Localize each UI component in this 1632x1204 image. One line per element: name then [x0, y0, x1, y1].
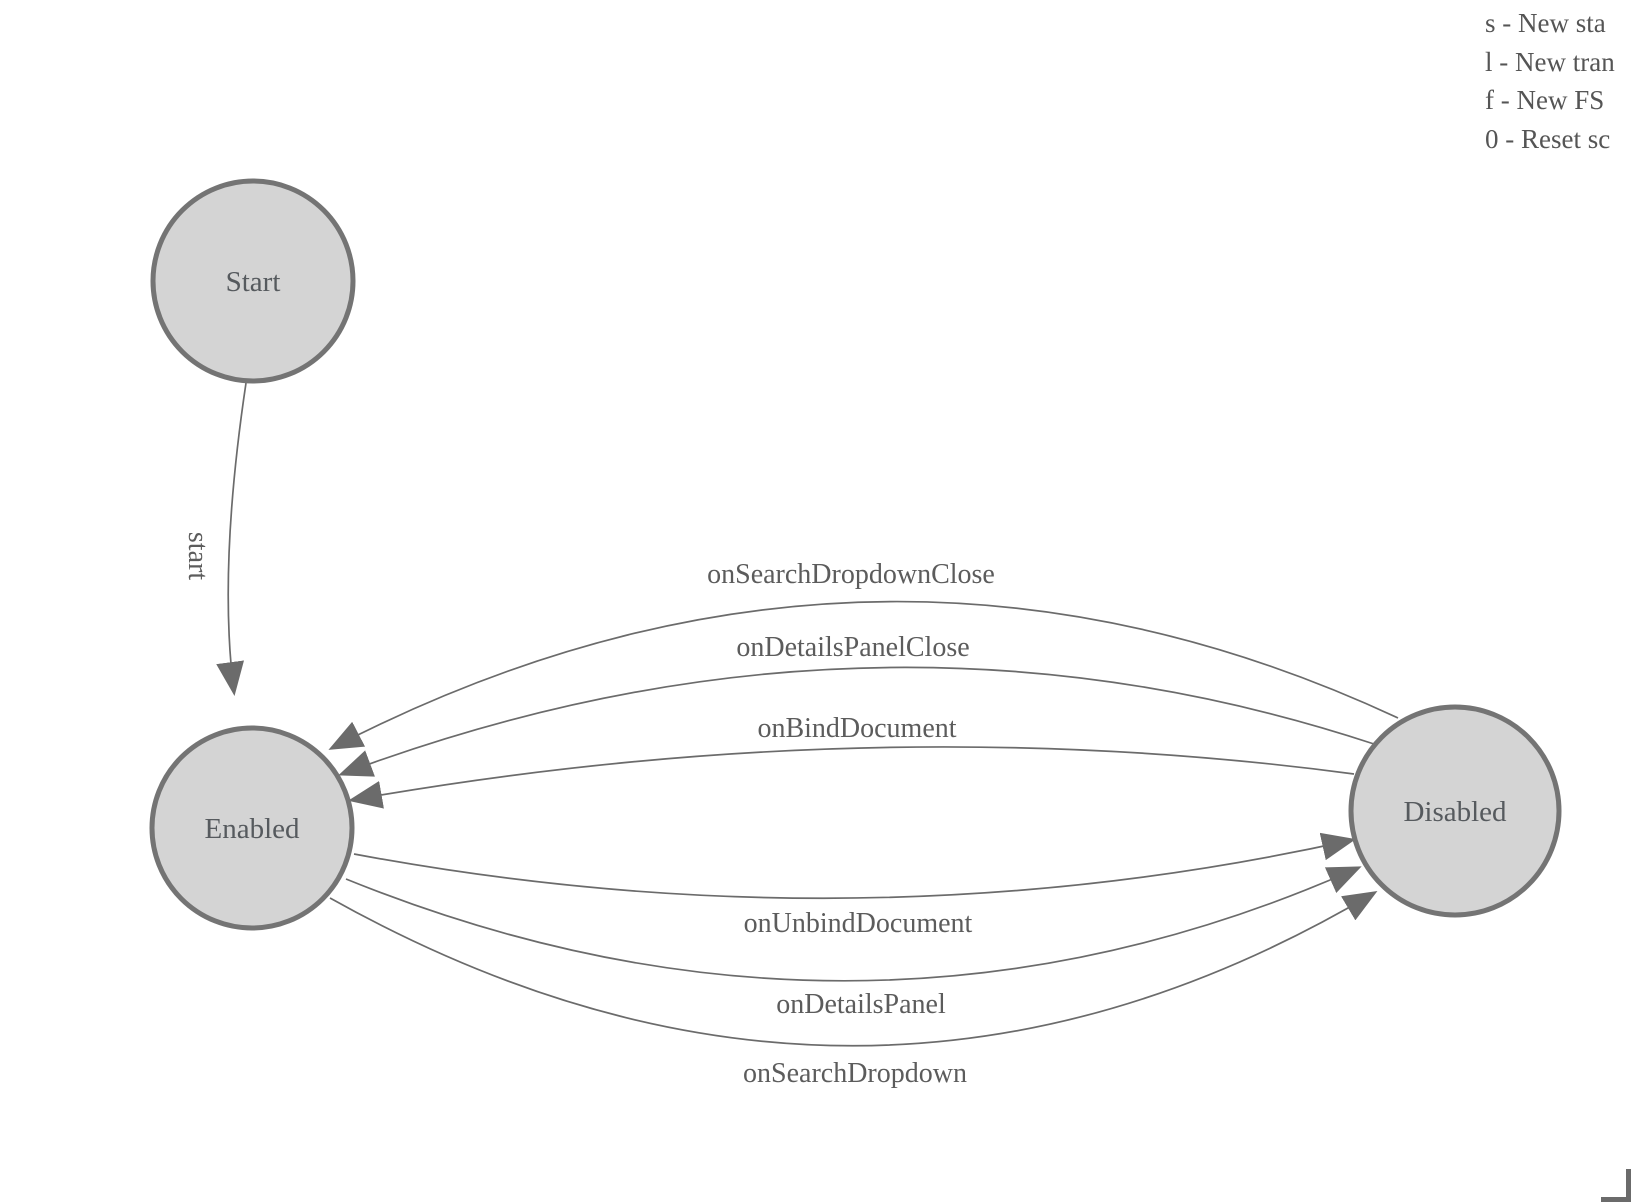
transition-start[interactable]	[216, 382, 247, 696]
transition-label-start[interactable]: start	[182, 532, 213, 580]
legend-line: s - New sta	[1485, 8, 1606, 38]
transition-onBindDocument[interactable]	[348, 746, 1355, 809]
transition-label-onSearchDropdown[interactable]: onSearchDropdown	[743, 1058, 967, 1089]
state-node-start[interactable]: Start	[150, 178, 356, 384]
state-circle-disabled	[1348, 704, 1562, 918]
legend-line: l - New tran	[1485, 46, 1615, 77]
shortcut-legend: s - New sta l - New tran f - New FS 0 - …	[1485, 4, 1632, 158]
state-node-disabled[interactable]: Disabled	[1348, 704, 1562, 918]
state-circle-enabled	[149, 725, 355, 931]
transition-onDetailsPanelClose[interactable]	[338, 666, 1375, 777]
state-circle-start	[150, 178, 356, 384]
legend-line: f - New FS	[1485, 85, 1605, 116]
legend-line: 0 - Reset sc	[1485, 123, 1611, 154]
state-node-enabled[interactable]: Enabled	[149, 725, 355, 931]
transition-label-onDetailsPanelClose[interactable]: onDetailsPanelClose	[736, 632, 969, 663]
transition-label-onSearchDropdownClose[interactable]: onSearchDropdownClose	[707, 559, 995, 590]
transition-onDetailsPanel[interactable]	[345, 866, 1362, 982]
transition-label-onDetailsPanel[interactable]: onDetailsPanel	[776, 989, 946, 1020]
transition-onUnbindDocument[interactable]	[353, 832, 1356, 900]
state-label-disabled: Disabled	[1403, 796, 1507, 828]
transition-label-onUnbindDocument[interactable]: onUnbindDocument	[744, 908, 973, 939]
state-label-start: Start	[226, 266, 281, 298]
transition-label-onBindDocument[interactable]: onBindDocument	[757, 713, 956, 744]
state-label-enabled: Enabled	[204, 813, 300, 845]
paper-corner-bracket	[1601, 1169, 1631, 1202]
transition-onSearchDropdownClose[interactable]	[328, 600, 1399, 750]
transition-onSearchDropdown[interactable]	[329, 890, 1378, 1047]
